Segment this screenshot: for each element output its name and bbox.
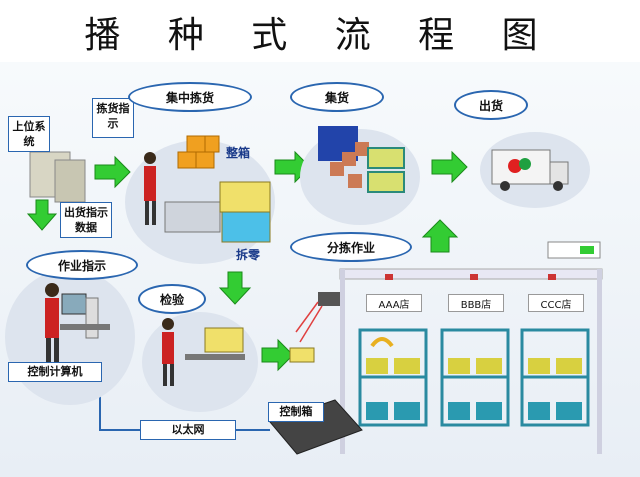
arrow-down-2 bbox=[218, 271, 252, 305]
arrow-right-3 bbox=[431, 150, 468, 184]
pick-cart bbox=[164, 201, 221, 233]
scanner-icon bbox=[289, 292, 340, 363]
central-picking-oval: 集中拣货 bbox=[128, 82, 252, 112]
split-box-label: 拆零 bbox=[236, 248, 261, 262]
whole-boxes bbox=[177, 135, 220, 169]
consolidate-cart bbox=[367, 147, 405, 193]
shipping-oval: 出货 bbox=[454, 90, 528, 120]
arrow-right-4 bbox=[261, 338, 294, 372]
store-bbb: BBB店 bbox=[448, 294, 504, 312]
truck-icon bbox=[491, 149, 569, 191]
inspection-table bbox=[185, 354, 245, 360]
worker-computer bbox=[45, 283, 110, 366]
sort-bins-top bbox=[366, 358, 582, 374]
sort-bins-bottom bbox=[366, 402, 582, 420]
whole-box-label: 整箱 bbox=[226, 146, 251, 160]
sort-carts bbox=[358, 328, 590, 427]
worker-picking bbox=[144, 152, 156, 225]
arrow-right-1 bbox=[94, 155, 131, 189]
work-instruction-oval: 作业指示 bbox=[26, 250, 138, 280]
page-title: 播 种 式 流 程 图 bbox=[84, 15, 556, 56]
work-area bbox=[5, 269, 135, 405]
sorting-oval: 分拣作业 bbox=[290, 232, 412, 262]
consolidate-boxes bbox=[330, 142, 369, 188]
indicator-light bbox=[580, 246, 594, 254]
inspection-oval: 检验 bbox=[138, 284, 206, 314]
inspection-area bbox=[142, 312, 258, 412]
control-computer-box: 控制计算机 bbox=[8, 362, 102, 382]
sorting-wall bbox=[339, 268, 603, 454]
inspection-boxes bbox=[204, 327, 244, 353]
arrow-down-1 bbox=[26, 199, 58, 231]
server-icon bbox=[29, 151, 86, 203]
diagram-canvas: 上位系统 拣货指示 出货指示数据 集中拣货 集货 出货 分拣作业 作业指示 检验… bbox=[0, 62, 640, 477]
consolidate-oval: 集货 bbox=[290, 82, 384, 112]
drop-arrow bbox=[370, 337, 394, 348]
split-boxes bbox=[219, 181, 271, 243]
upper-system-box: 上位系统 bbox=[8, 116, 50, 152]
worker-inspection bbox=[162, 318, 174, 386]
control-box-label: 控制箱 bbox=[268, 402, 324, 422]
ship-instruction-box: 出货指示数据 bbox=[60, 202, 112, 238]
ethernet-box: 以太网 bbox=[140, 420, 236, 440]
store-ccc: CCC店 bbox=[528, 294, 584, 312]
pick-instruction-box: 拣货指示 bbox=[92, 98, 134, 138]
store-aaa: AAA店 bbox=[366, 294, 422, 312]
arrow-up-1 bbox=[421, 219, 459, 253]
